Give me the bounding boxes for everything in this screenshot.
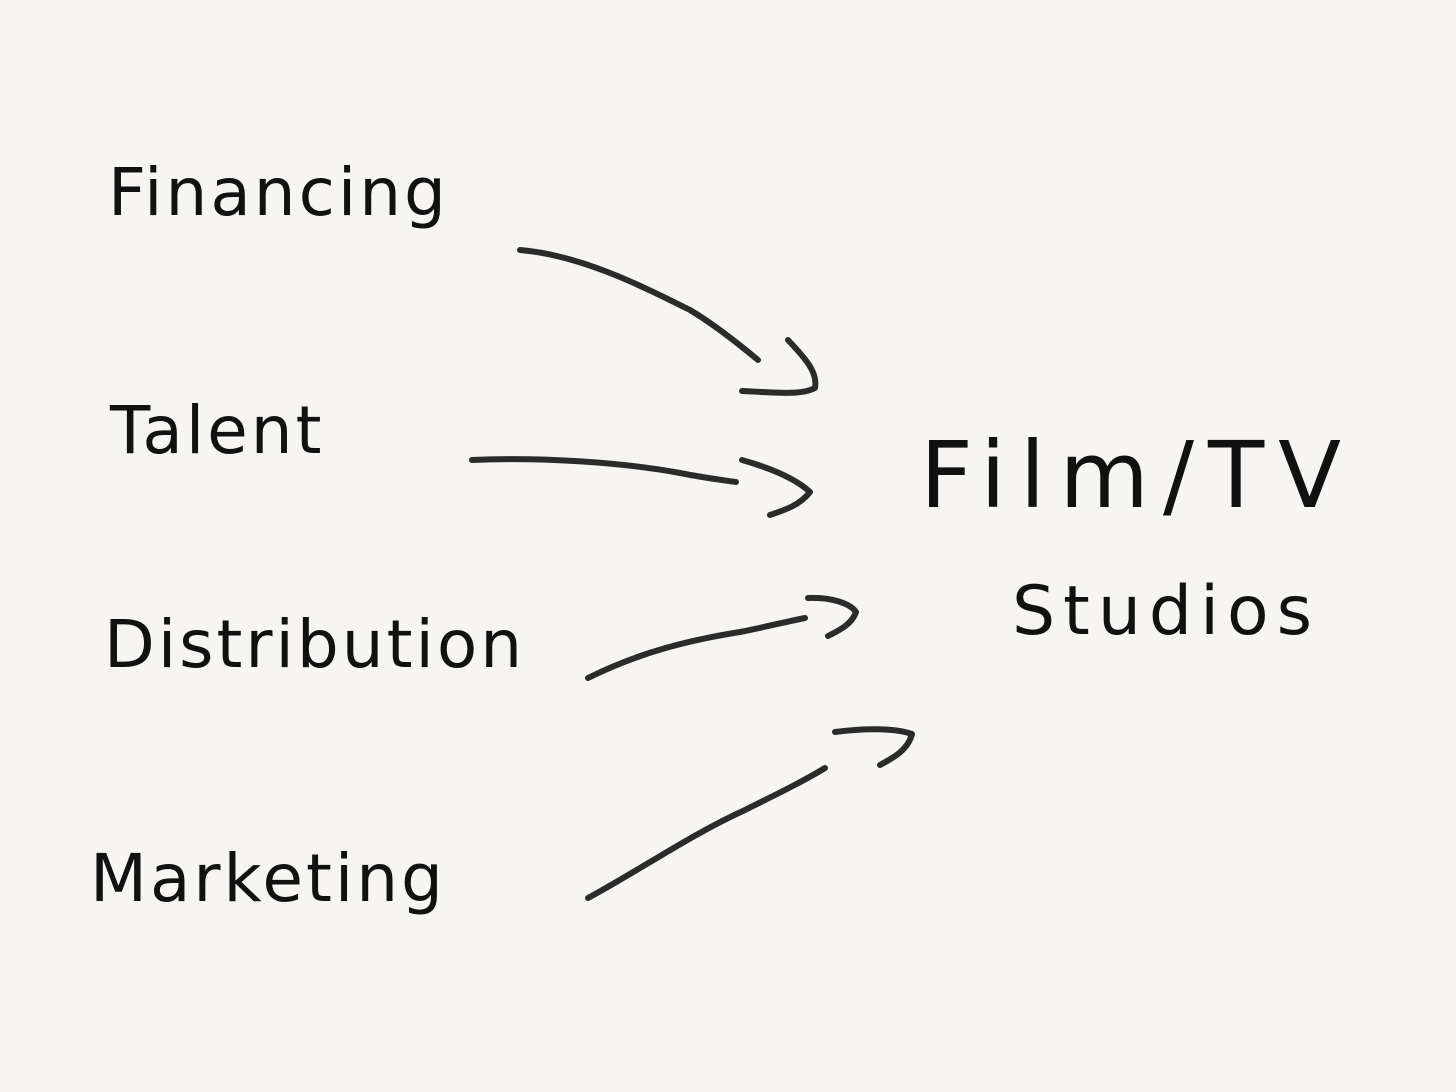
arrow-financing-head [739,337,819,396]
arrow-distribution-head [805,594,859,639]
arrow-marketing-shaft [585,765,828,901]
arrow-marketing-to-studios [585,726,915,901]
source-label-distribution: Distribution [104,606,526,683]
arrow-talent-to-studios [469,456,813,518]
arrow-financing-shaft [517,247,761,363]
source-label-talent: Talent [110,392,325,469]
target-sublabel: Studios [1012,572,1321,651]
arrow-distribution-shaft [585,615,808,681]
source-label-financing: Financing [108,154,449,231]
arrow-marketing-head [832,726,915,768]
arrow-distribution-to-studios [585,594,859,681]
arrow-talent-shaft [469,456,739,485]
arrow-financing-to-studios [517,247,819,396]
source-label-marketing: Marketing [90,840,446,917]
target-label: Film/TV [920,422,1356,529]
arrow-talent-head [739,457,813,518]
